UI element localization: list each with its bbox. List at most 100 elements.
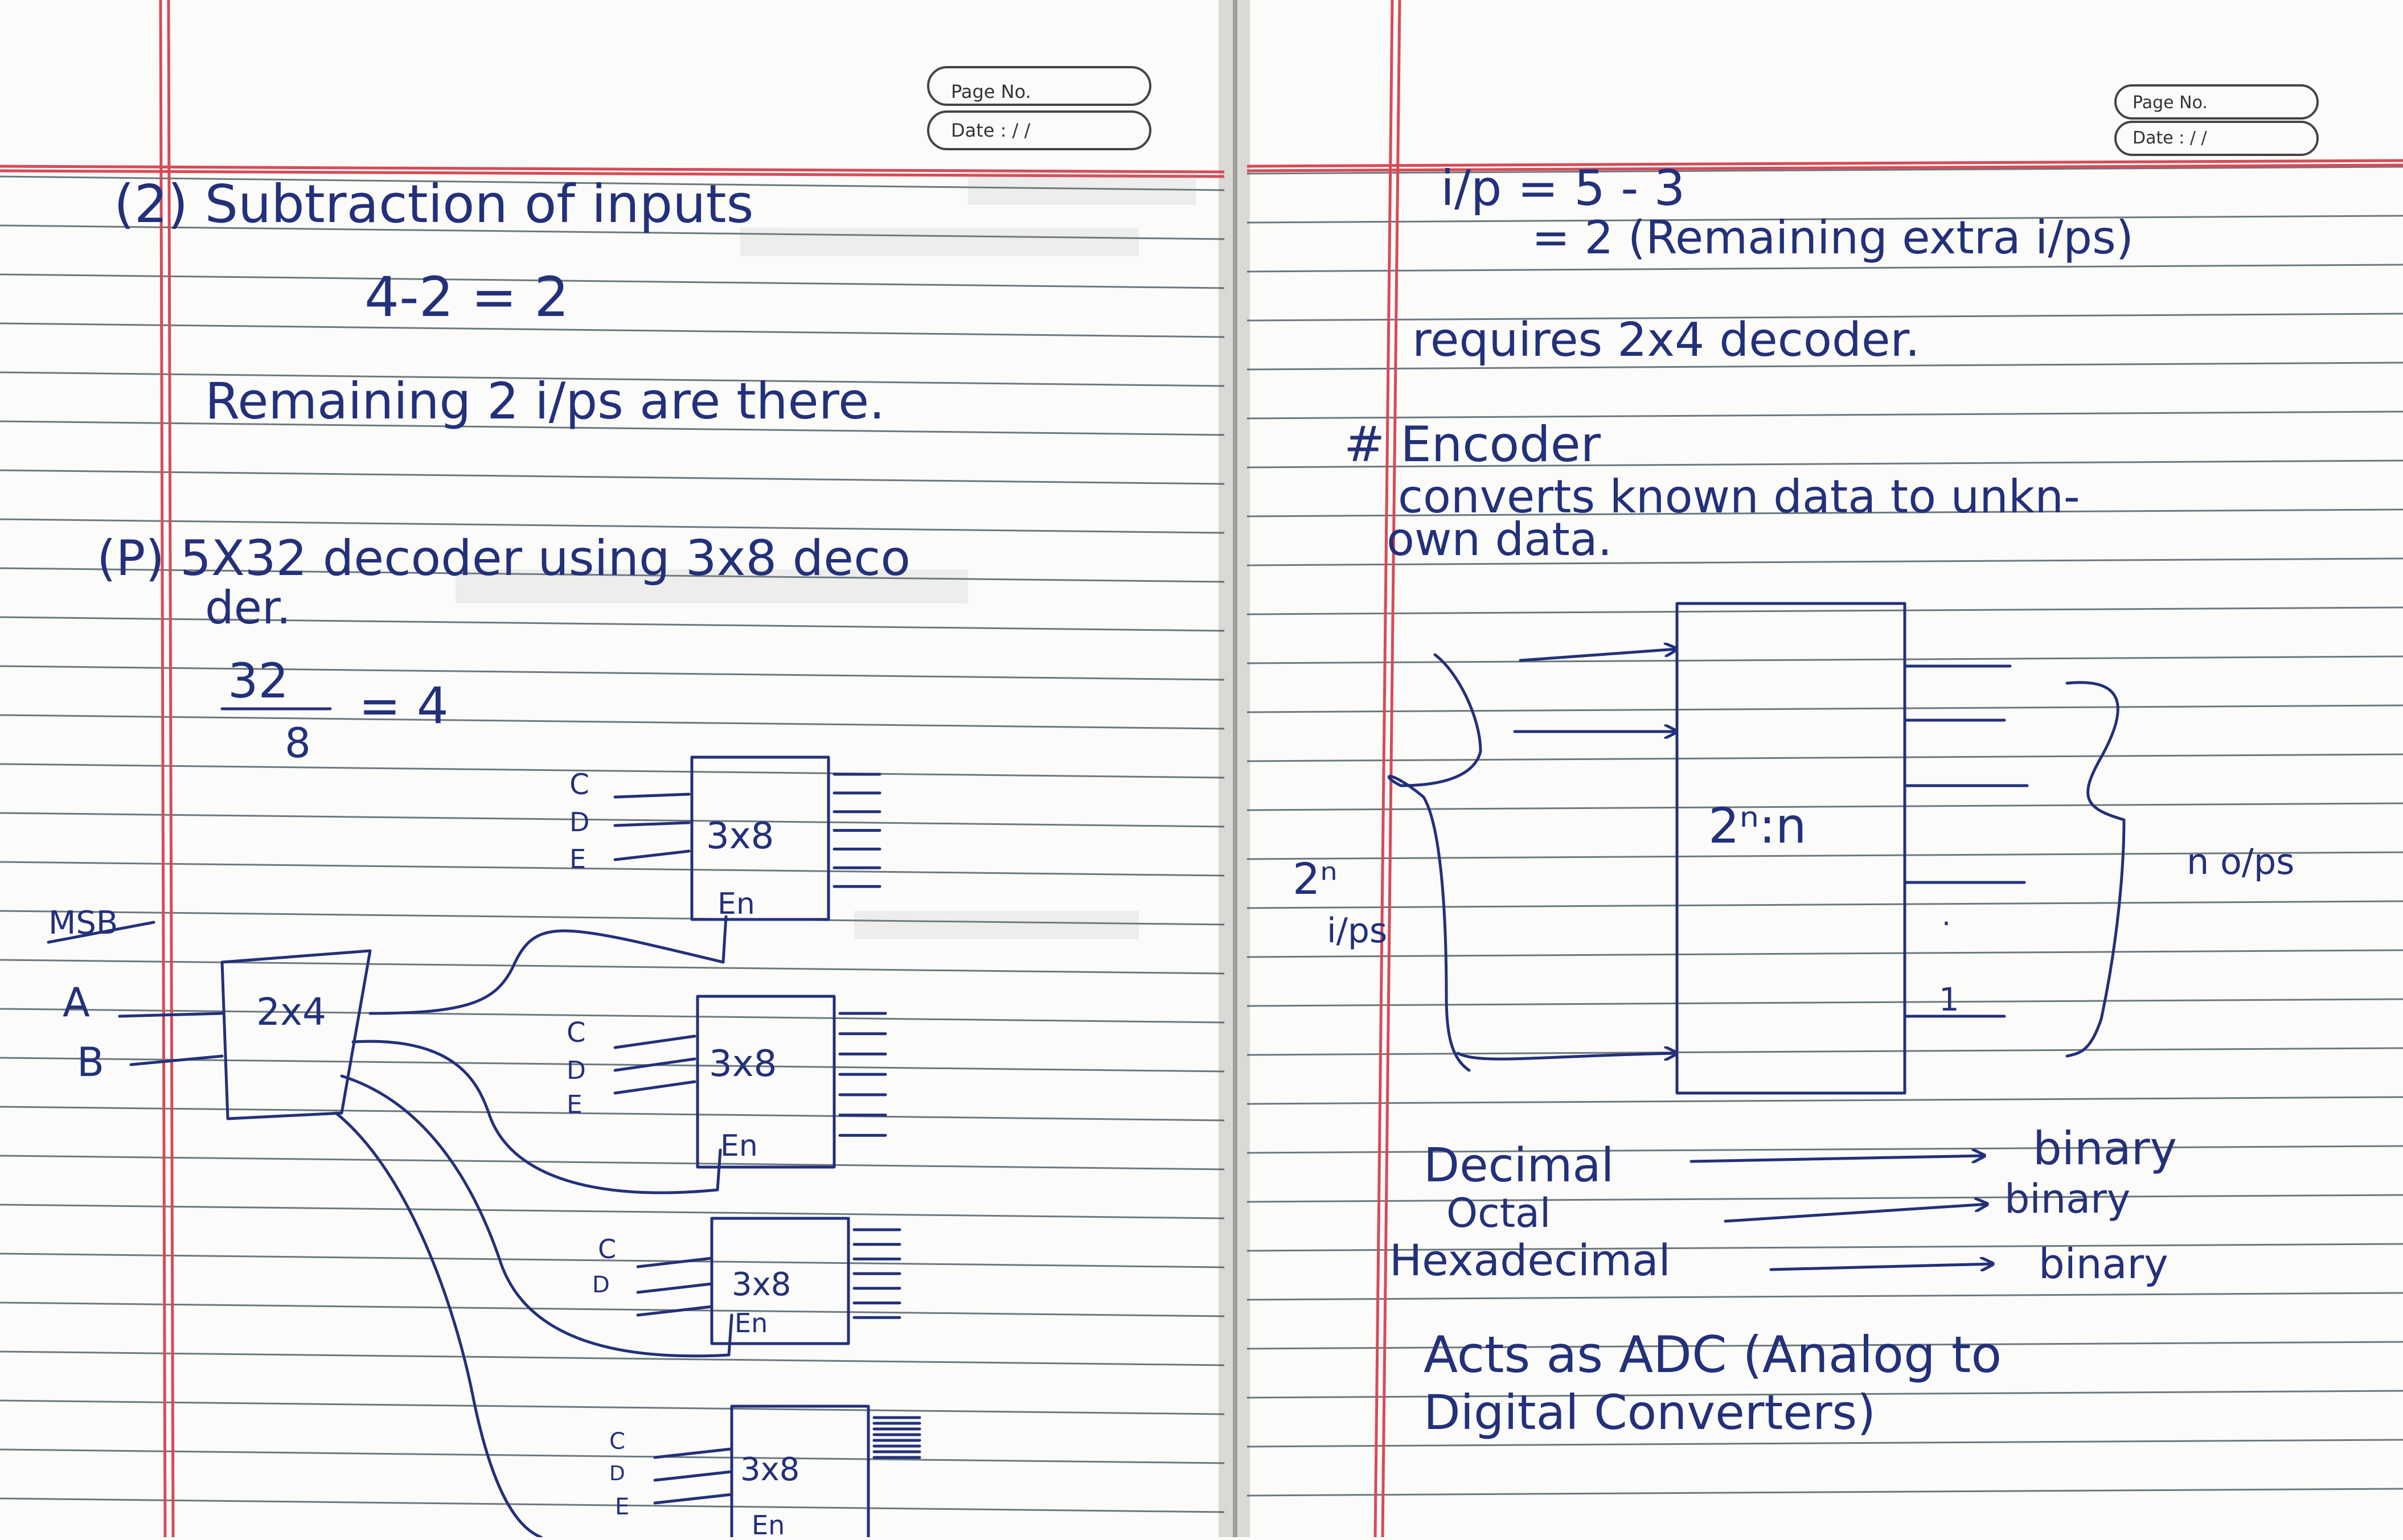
left-page-content: (2) Subtraction of inputs 4-2 = 2 Remain… <box>47 174 921 1540</box>
enable-wire-1 <box>368 915 728 1015</box>
enable-label: En <box>752 1510 785 1537</box>
ruled-line-left <box>0 175 1225 191</box>
conv-arrow-2 <box>1724 1204 1987 1223</box>
remaining-extra-line: = 2 (Remaining extra i/ps) <box>1532 211 2134 264</box>
margin-right-page <box>1373 0 1394 1538</box>
main-2x4-decoder <box>220 949 372 1120</box>
ruled-line-left <box>0 714 1225 730</box>
pin-c: C <box>598 1234 616 1264</box>
right-page-content: i/p = 5 - 3 = 2 (Remaining extra i/ps) r… <box>1293 160 2294 1440</box>
ruled-line-left <box>0 1008 1225 1024</box>
decoder-3x8-2: 3x8 En C D E <box>567 995 836 1169</box>
pin-e: E <box>615 1494 629 1520</box>
ruled-line-left <box>0 1155 1225 1171</box>
ruled-line-left <box>0 420 1225 436</box>
left-date: Date : / / <box>951 120 1031 141</box>
problem-statement-cont: der. <box>205 581 291 634</box>
ruled-line-right <box>1246 264 2403 273</box>
ruled-line-right <box>1246 1390 2403 1399</box>
enable-wire-4 <box>334 1111 543 1539</box>
conv-binary-2: binary <box>2004 1176 2130 1222</box>
right-page-no-box <box>2114 84 2319 120</box>
enable-label: En <box>720 1129 758 1163</box>
conv-binary-3: binary <box>2039 1240 2168 1288</box>
decoder-3x8-1: 3x8 En C D E <box>569 755 830 921</box>
conv-arrow-3 <box>1769 1264 1993 1270</box>
margin-left-page <box>159 0 167 1538</box>
ruled-line-right <box>1246 557 2403 566</box>
decoder-label: 3x8 <box>732 1266 791 1303</box>
decoder-output-lines <box>833 773 921 1459</box>
subtraction-equation: 4-2 = 2 <box>364 265 569 329</box>
ruled-line-right <box>1246 949 2403 958</box>
decoder-box <box>730 1405 870 1540</box>
input-b-label: B <box>77 1039 104 1086</box>
ruled-line-left <box>0 959 1225 975</box>
ruled-line-left <box>0 910 1225 926</box>
ruled-line-right <box>1246 1145 2403 1154</box>
ruled-line-right <box>1246 1488 2403 1497</box>
enable-wire-3 <box>340 1074 733 1358</box>
ruled-line-right <box>1246 802 2403 811</box>
decoder-box <box>690 755 830 921</box>
enable-label: En <box>717 887 755 921</box>
ruled-line-right <box>1246 1243 2403 1252</box>
header-rule-left-2 <box>0 169 1225 178</box>
adc-line-1: Acts as ADC (Analog to <box>1424 1325 2002 1384</box>
encoder-heading: # Encoder <box>1344 416 1601 473</box>
ruled-line-right <box>1246 459 2403 469</box>
decoder-label: 3x8 <box>706 815 774 857</box>
encoder-definition-1: converts known data to unkn- <box>1398 470 2080 523</box>
ruled-line-left <box>0 1057 1225 1073</box>
header-rule-left <box>0 165 1225 174</box>
margin-left-page-2 <box>167 0 175 1538</box>
ruled-line-left <box>0 1399 1225 1415</box>
output-dots: . <box>1942 899 1951 932</box>
output-one: 1 <box>1939 982 1959 1019</box>
pin-c: C <box>569 768 589 801</box>
ruled-line-right <box>1246 606 2403 615</box>
input-a-label: A <box>63 979 90 1026</box>
ruled-line-left <box>0 665 1225 681</box>
ruled-line-right <box>1246 704 2403 713</box>
ruled-line-left <box>0 567 1225 583</box>
pin-d: D <box>567 1056 586 1085</box>
ruled-line-left <box>0 812 1225 828</box>
ruled-line-left <box>0 1448 1225 1464</box>
ruled-line-left <box>0 469 1225 485</box>
main-decoder-label: 2x4 <box>256 990 326 1034</box>
header-rule-right-2 <box>1246 163 2403 173</box>
left-page-no: Page No. <box>951 81 1031 102</box>
right-header: Page No. Date : / / <box>2114 84 2319 156</box>
ruled-line-left <box>0 616 1225 632</box>
requires-decoder-line: requires 2x4 decoder. <box>1412 313 1920 367</box>
ip-count-line: i/p = 5 - 3 <box>1441 160 1685 217</box>
right-date: Date : / / <box>2133 128 2208 148</box>
conv-hexadecimal: Hexadecimal <box>1389 1235 1671 1286</box>
pin-e: E <box>567 1090 583 1119</box>
left-page-no-box <box>927 66 1151 106</box>
right-date-box <box>2114 121 2319 156</box>
ruled-line-right <box>1246 1194 2403 1203</box>
ruled-line-right <box>1246 215 2403 224</box>
ruled-line-left <box>0 1106 1225 1122</box>
right-page-no: Page No. <box>2133 93 2208 113</box>
encoder-input-arrow-1 <box>1519 649 1677 662</box>
input-unit-label: i/ps <box>1327 911 1387 951</box>
encoder-box-label: 2ⁿ:n <box>1708 798 1806 855</box>
ruled-line-left <box>0 1301 1225 1317</box>
ruled-line-left <box>0 1252 1225 1268</box>
margin-right-page-2 <box>1381 0 1401 1538</box>
enable-wire-2 <box>351 1040 722 1194</box>
ruled-line-right <box>1246 1292 2403 1301</box>
ruled-line-left <box>0 224 1225 240</box>
pin-d: D <box>592 1272 610 1298</box>
decoder-box <box>710 1217 850 1345</box>
ruled-line-right <box>1246 166 2403 175</box>
conv-decimal: Decimal <box>1424 1139 1614 1193</box>
binding-crease <box>1233 0 1237 1537</box>
output-count-label: n o/ps <box>2187 841 2294 882</box>
ratio-denominator: 8 <box>285 719 311 767</box>
encoder-box <box>1675 602 1906 1095</box>
